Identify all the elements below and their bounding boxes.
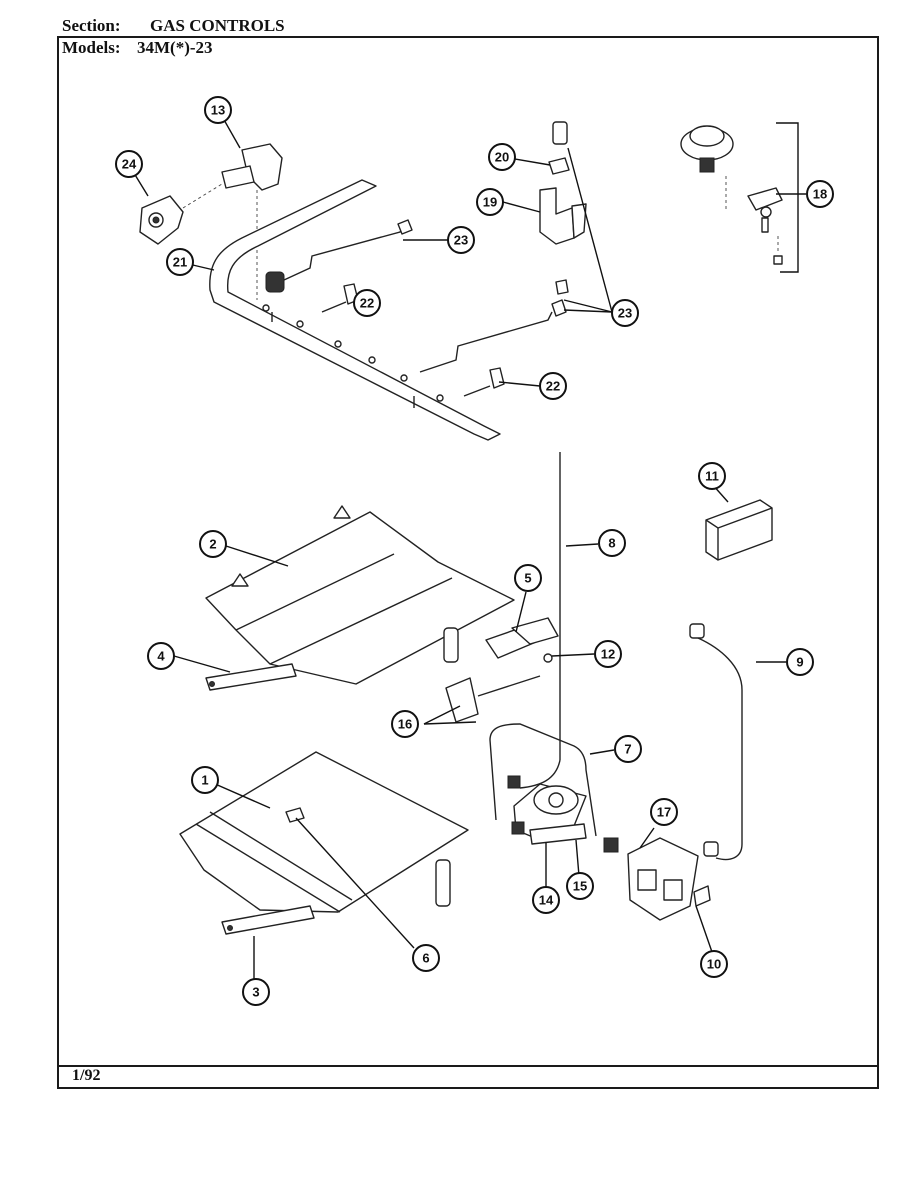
- diagram-frame: [57, 36, 879, 1089]
- part-15-bracket: [529, 823, 587, 845]
- callout-10-number: 10: [707, 957, 721, 972]
- callout-24-number: 24: [122, 157, 137, 172]
- callout-9: 9: [786, 648, 814, 676]
- part-11-terminal-block: [705, 499, 773, 561]
- part-2-burner-shield: [205, 505, 515, 685]
- callout-19-number: 19: [483, 195, 497, 210]
- callout-18-number: 18: [813, 187, 827, 202]
- models-value: 34M(*)-23: [137, 38, 213, 57]
- callout-23a: 23: [447, 226, 475, 254]
- part-20-pilot: [548, 121, 570, 175]
- callout-11: 11: [698, 462, 726, 490]
- callout-22a: 22: [353, 289, 381, 317]
- callout-5-number: 5: [524, 571, 531, 586]
- callout-23a-number: 23: [454, 233, 468, 248]
- part-23-tubes: [283, 219, 569, 373]
- callout-20-number: 20: [495, 150, 509, 165]
- callout-23b: 23: [611, 299, 639, 327]
- callout-7-number: 7: [624, 742, 631, 757]
- callout-17: 17: [650, 798, 678, 826]
- part-4-bracket: [205, 663, 297, 691]
- callout-8: 8: [598, 529, 626, 557]
- part-18-regulator-kit: [680, 122, 799, 273]
- part-1-oven-baffle: [179, 751, 469, 913]
- callout-17-number: 17: [657, 805, 671, 820]
- callout-10: 10: [700, 950, 728, 978]
- callout-22b: 22: [539, 372, 567, 400]
- callout-24: 24: [115, 150, 143, 178]
- callout-12-number: 12: [601, 647, 615, 662]
- callout-18: 18: [806, 180, 834, 208]
- callout-15: 15: [566, 872, 594, 900]
- footer-divider: [57, 1065, 879, 1067]
- leader-lines: [128, 110, 806, 980]
- callout-4-number: 4: [157, 649, 165, 664]
- callout-8-number: 8: [608, 536, 615, 551]
- callout-22a-number: 22: [360, 296, 374, 311]
- section-value: GAS CONTROLS: [150, 16, 285, 35]
- models-label: Models:: [62, 38, 121, 57]
- callout-13: 13: [204, 96, 232, 124]
- callout-22b-number: 22: [546, 379, 560, 394]
- callout-3-number: 3: [252, 985, 259, 1000]
- page-date: 1/92: [72, 1067, 101, 1084]
- part-12-screw: [543, 653, 553, 663]
- part-17-nut: [603, 837, 619, 853]
- callout-9-number: 9: [796, 655, 803, 670]
- callout-19: 19: [476, 188, 504, 216]
- callout-3: 3: [242, 978, 270, 1006]
- callout-11-number: 11: [705, 469, 719, 484]
- part-24-bracket: [139, 183, 223, 245]
- callout-6-number: 6: [422, 951, 429, 966]
- callout-14: 14: [532, 886, 560, 914]
- callout-1-number: 1: [201, 773, 208, 788]
- callout-15-number: 15: [573, 879, 587, 894]
- callout-6: 6: [412, 944, 440, 972]
- callout-4: 4: [147, 642, 175, 670]
- callout-2: 2: [199, 530, 227, 558]
- callout-2-number: 2: [209, 537, 216, 552]
- part-16-igniter-assembly: [445, 675, 541, 723]
- part-8-capillary: [519, 452, 561, 789]
- callout-23b-number: 23: [618, 306, 632, 321]
- part-22-orifices: [321, 283, 505, 397]
- callout-20: 20: [488, 143, 516, 171]
- callout-21: 21: [166, 248, 194, 276]
- part-3-bracket: [221, 905, 315, 935]
- callout-16: 16: [391, 710, 419, 738]
- callout-5: 5: [514, 564, 542, 592]
- part-13-burner-valve: [221, 143, 283, 300]
- section-label: Section:: [62, 16, 121, 35]
- callout-21-number: 21: [173, 255, 187, 270]
- callout-12: 12: [594, 640, 622, 668]
- part-19-pilot-bracket: [539, 187, 587, 245]
- callout-1: 1: [191, 766, 219, 794]
- callout-14-number: 14: [539, 893, 554, 908]
- part-21-manifold: [209, 179, 501, 441]
- callout-13-number: 13: [211, 103, 225, 118]
- part-7-oven-tube: [489, 723, 597, 837]
- part-10-thermostat: [627, 837, 711, 921]
- part-5-igniter: [485, 617, 559, 659]
- callout-7: 7: [614, 735, 642, 763]
- callout-16-number: 16: [398, 717, 412, 732]
- part-9-tube: [689, 623, 743, 861]
